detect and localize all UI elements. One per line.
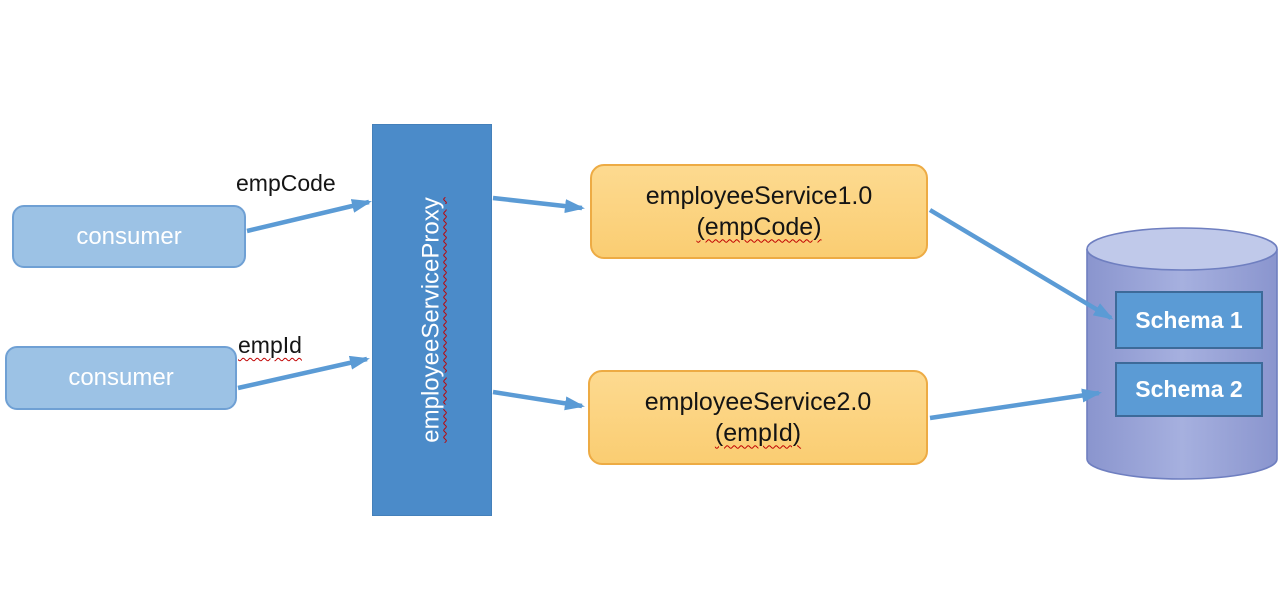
arrow-consumer1-to-proxy [246, 199, 372, 234]
arrow-consumer2-to-proxy [237, 355, 370, 391]
database-cylinder-top [1086, 227, 1278, 271]
employee-service-proxy-box: employeeServiceProxy [372, 124, 492, 516]
employee-service-1-subtitle: (empCode) [696, 212, 822, 241]
consumer-box-2: consumer [5, 346, 237, 410]
employee-service-1-box: employeeService1.0 (empCode) [590, 164, 928, 259]
schema-1-label: Schema 1 [1135, 306, 1243, 333]
consumer-box-2-label: consumer [68, 364, 174, 391]
consumer-box-1-label: consumer [76, 222, 182, 250]
edge-label-empid: empId [238, 332, 302, 358]
employee-service-2-title: employeeService2.0 [644, 387, 872, 416]
consumer-box-1: consumer [12, 205, 246, 268]
arrow-proxy-to-service2 [492, 389, 585, 411]
employee-service-2-box: employeeService2.0 (empId) [588, 370, 928, 465]
schema-2-label: Schema 2 [1135, 376, 1243, 402]
arrow-proxy-to-service1 [492, 195, 585, 214]
employee-service-1-title: employeeService1.0 [645, 181, 873, 210]
employee-service-2-subtitle: (empId) [714, 418, 802, 447]
schema-1-box: Schema 1 [1115, 291, 1263, 349]
schema-2-box: Schema 2 [1115, 362, 1263, 417]
arrow-service2-to-schema2 [929, 388, 1102, 421]
edge-label-empcode: empCode [236, 170, 336, 196]
arrow-service1-to-schema1 [928, 208, 1114, 320]
